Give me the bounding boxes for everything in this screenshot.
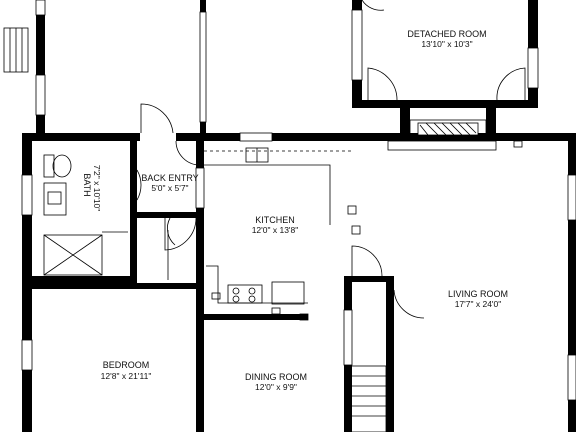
windows	[21, 0, 576, 401]
door-swing-stair	[351, 245, 383, 277]
living-room-name: LIVING ROOM	[448, 289, 508, 299]
window-upper-left	[35, 74, 46, 116]
back-entry-name: BACK ENTRY	[141, 173, 198, 183]
window-upper-middle	[199, 11, 207, 123]
kitchen-dims: 12'0" x 13'8"	[252, 225, 299, 235]
bedroom-dims: 12'8" x 21'11"	[101, 371, 152, 381]
kitchen-appliances	[206, 265, 308, 315]
window-detached-right	[527, 47, 539, 89]
wall-right-exterior	[568, 141, 576, 432]
fixtures	[3, 27, 523, 432]
door-gap-back-entry	[140, 133, 176, 141]
door-swing-detached-top	[361, 0, 385, 11]
bedroom-name: BEDROOM	[103, 360, 150, 370]
door-swing-detached-right	[496, 67, 526, 101]
wall-fireplace-left	[400, 100, 410, 141]
bath-vanity	[43, 182, 67, 216]
wall-upper-left	[36, 0, 45, 133]
wall-stair-right	[386, 276, 394, 432]
wall-kitchen-dining	[204, 314, 308, 320]
door-swing-back-entry	[140, 103, 174, 134]
kitchen-counter	[204, 147, 361, 235]
wall-detached-bottom	[352, 100, 538, 108]
detached-room-name: DETACHED ROOM	[407, 29, 486, 39]
window-bedroom-left	[21, 339, 33, 371]
window-detached-left	[351, 9, 363, 81]
stairs	[347, 365, 387, 432]
back-entry-dims: 5'0" x 5'7"	[151, 183, 188, 193]
wall-main-horizontal	[22, 133, 576, 141]
window-right-upper	[567, 174, 576, 221]
door-swing-living	[393, 289, 425, 319]
wall-fireplace-right	[486, 100, 496, 141]
detached-room-dims: 13'10" x 10'3"	[421, 39, 472, 49]
shower	[43, 231, 128, 276]
door-swing-back-entry-inner	[164, 217, 197, 251]
door-swing-detached-left	[367, 67, 398, 101]
door-swing-bath	[136, 169, 142, 201]
wall-bath-bottom	[32, 276, 137, 283]
dining-room-dims: 12'0" x 9'9"	[255, 382, 297, 392]
window-upper-left-top	[35, 0, 46, 16]
wall-nub-kitchen	[299, 313, 309, 321]
window-bath-left	[21, 174, 33, 216]
bath-dims: 7'2" x 10'10"	[92, 165, 102, 212]
window-kitchen-top	[239, 132, 273, 142]
wall-stair-top	[344, 276, 394, 282]
wall-kitchen-left	[196, 141, 204, 432]
toilet	[43, 154, 72, 178]
wall-left-exterior	[22, 133, 32, 432]
wall-bedroom-top	[32, 283, 202, 289]
living-room-dims: 17'7" x 24'0"	[455, 299, 502, 309]
doors	[136, 0, 526, 319]
kitchen-name: KITCHEN	[255, 215, 295, 225]
window-right-lower	[567, 354, 576, 401]
door-swing-pantry	[167, 217, 176, 246]
window-kitchen-left	[195, 167, 205, 209]
exterior-steps	[3, 27, 29, 73]
fireplace	[387, 119, 497, 151]
dining-room-name: DINING ROOM	[245, 372, 307, 382]
room-labels: DETACHED ROOM 13'10" x 10'3" BACK ENTRY …	[82, 29, 508, 392]
wall-nub-living	[513, 140, 523, 148]
wall-bath-right	[130, 141, 137, 281]
wall-back-entry-bottom	[137, 212, 199, 218]
window-stair-left	[343, 309, 353, 366]
door-swing-back-entry-b	[175, 140, 201, 166]
bath-name: BATH	[82, 173, 92, 196]
